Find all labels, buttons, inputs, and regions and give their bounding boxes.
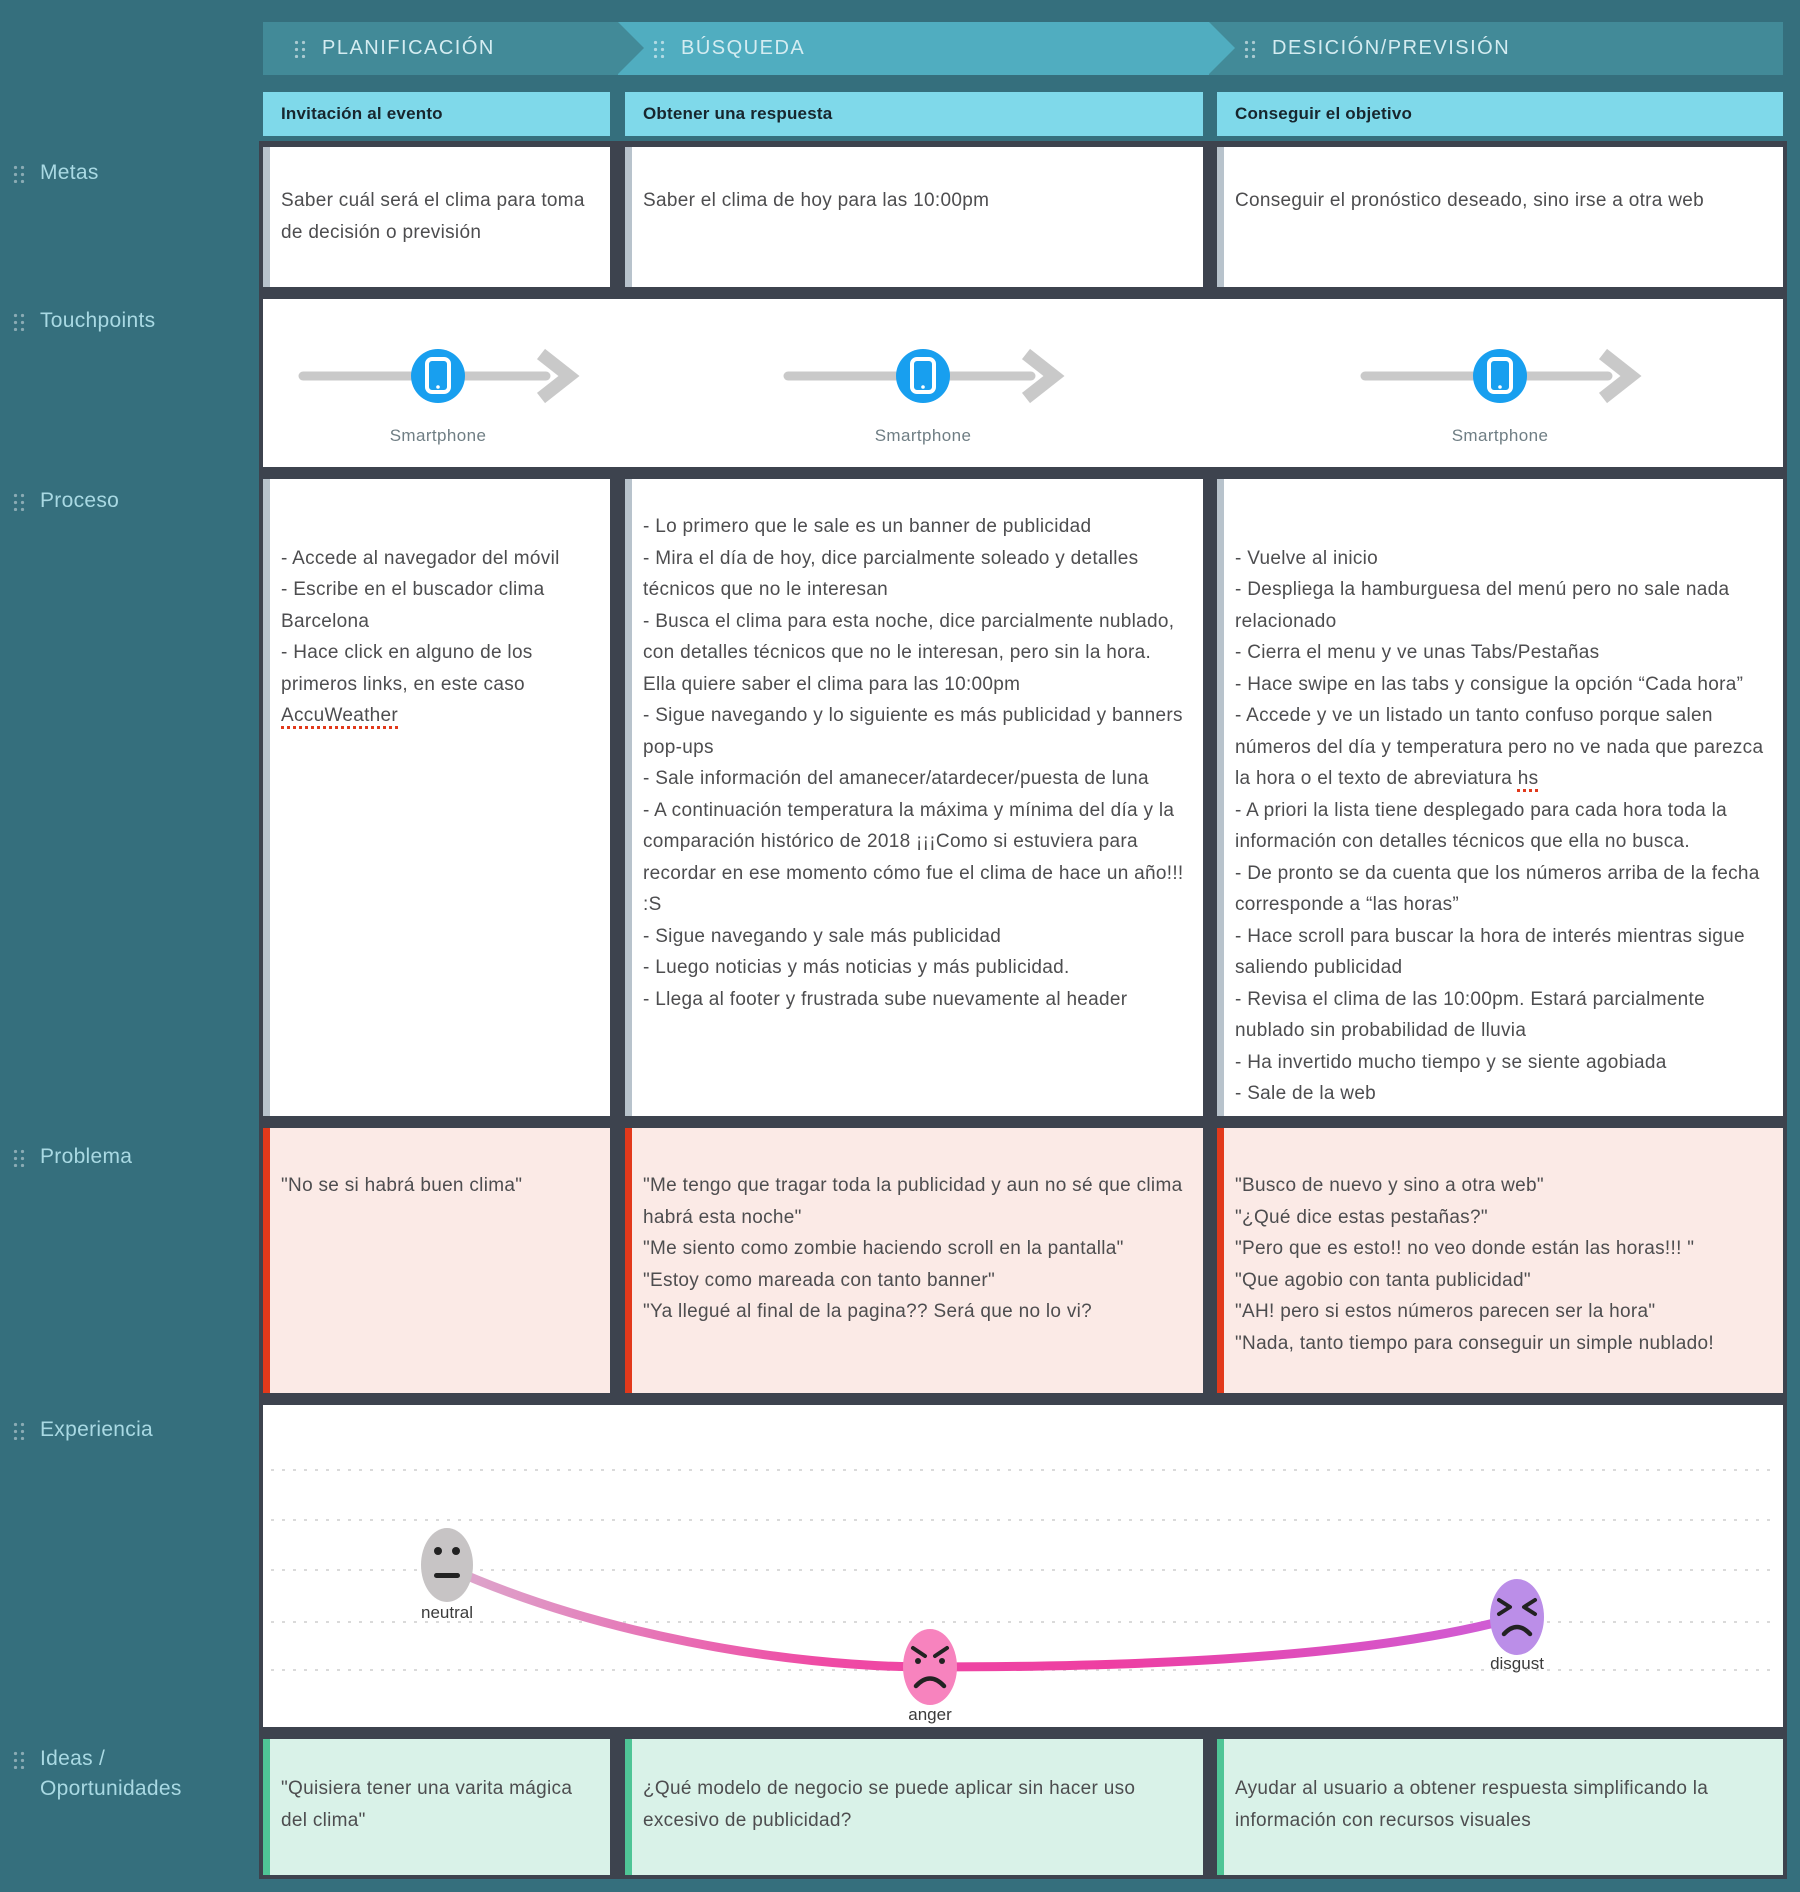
neutral-face-icon[interactable] (421, 1528, 473, 1602)
problema-quotes: "No se si habrá buen clima" (281, 1175, 523, 1196)
lane-label-experiencia[interactable]: Experiencia (12, 1415, 153, 1445)
smartphone-home-dot (436, 385, 440, 389)
idea-text: Ayudar al usuario a obtener respuesta si… (1235, 1778, 1709, 1831)
touchpoint-circle[interactable] (411, 349, 465, 403)
lane-label-text: Experiencia (40, 1418, 154, 1441)
meta-text: Saber el clima de hoy para las 10:00pm (643, 190, 990, 211)
drag-handle-icon[interactable] (12, 1750, 25, 1769)
emotion-curve-chart: neutral anger disgust (271, 1469, 1775, 1724)
touchpoint-smartphone[interactable]: Smartphone (773, 331, 1073, 446)
subheader-invitacion[interactable]: Invitación al evento (263, 92, 610, 136)
touchpoints-lane: Smartphone Smartphone Smartphone (263, 299, 1783, 467)
drag-handle-icon[interactable] (12, 1421, 25, 1440)
arrow-head-icon (536, 348, 580, 404)
lane-label-touchpoints[interactable]: Touchpoints (12, 306, 155, 336)
smartphone-touchpoint-icon (298, 348, 580, 404)
anger-face-icon[interactable] (903, 1629, 957, 1705)
arrow-head-icon (1598, 348, 1642, 404)
touchpoint-label: Smartphone (874, 426, 972, 445)
phase-busqueda[interactable]: BÚSQUEDA (618, 22, 1235, 75)
arrow-tip (1209, 22, 1235, 74)
smartphone-touchpoint-icon (1360, 348, 1642, 404)
proceso-card[interactable]: - Accede al navegador del móvil - Escrib… (263, 479, 610, 1116)
emotion-label: anger (908, 1705, 952, 1724)
touchpoint-smartphone[interactable]: Smartphone (1350, 331, 1650, 446)
proceso-card[interactable]: - Lo primero que le sale es un banner de… (625, 479, 1203, 1116)
meta-card[interactable]: Saber el clima de hoy para las 10:00pm (625, 147, 1203, 287)
idea-card[interactable]: Ayudar al usuario a obtener respuesta si… (1217, 1739, 1783, 1875)
lane-label-text: Ideas / Oportunidades (40, 1747, 182, 1800)
meta-text: Conseguir el pronóstico deseado, sino ir… (1235, 190, 1704, 211)
smartphone-icon (425, 357, 451, 394)
idea-card[interactable]: ¿Qué modelo de negocio se puede aplicar … (625, 1739, 1203, 1875)
smartphone-touchpoint-icon (783, 348, 1065, 404)
emotion-label: neutral (421, 1603, 473, 1622)
meta-card[interactable]: Conseguir el pronóstico deseado, sino ir… (1217, 147, 1783, 287)
phase-label: DESICIÓN/PREVISIÓN (1272, 37, 1511, 59)
meta-text: Saber cuál será el clima para toma de de… (281, 190, 585, 243)
drag-handle-icon[interactable] (12, 164, 25, 183)
emotion-curve (442, 1562, 1522, 1672)
lane-label-proceso[interactable]: Proceso (12, 486, 119, 516)
experience-lane: neutral anger disgust (263, 1405, 1783, 1727)
touchpoint-label: Smartphone (389, 426, 487, 445)
emotion-label: disgust (1490, 1654, 1544, 1673)
lane-label-ideas-oportunidades[interactable]: Ideas / Oportunidades (12, 1744, 182, 1804)
touchpoint-circle[interactable] (896, 349, 950, 403)
lane-label-problema[interactable]: Problema (12, 1142, 132, 1172)
idea-text: ¿Qué modelo de negocio se puede aplicar … (643, 1778, 1136, 1831)
touchpoint-circle[interactable] (1473, 349, 1527, 403)
drag-handle-icon[interactable] (1243, 39, 1256, 58)
touchpoint-label: Smartphone (1451, 426, 1549, 445)
problema-quotes: "Me tengo que tragar toda la publicidad … (643, 1175, 1183, 1322)
smartphone-home-dot (1498, 385, 1502, 389)
drag-handle-icon[interactable] (12, 1148, 25, 1167)
smartphone-icon (910, 357, 936, 394)
misspelled-word: AccuWeather (281, 705, 399, 726)
lane-label-text: Touchpoints (40, 309, 156, 332)
proceso-card[interactable]: - Vuelve al inicio - Despliega la hambur… (1217, 479, 1783, 1116)
proceso-text: - Vuelve al inicio - Despliega la hambur… (1235, 547, 1764, 1105)
problema-card[interactable]: "No se si habrá buen clima" (263, 1128, 610, 1393)
phase-header: PLANIFICACIÓN BÚSQUEDA DESICIÓN/PREVISIÓ… (263, 22, 1783, 75)
phase-label: PLANIFICACIÓN (322, 37, 495, 59)
lane-label-text: Metas (40, 161, 99, 184)
proceso-text: - Accede al navegador del móvil - Escrib… (270, 479, 610, 763)
problema-card[interactable]: "Busco de nuevo y sino a otra web" "¿Qué… (1217, 1128, 1783, 1393)
proceso-text: - Lo primero que le sale es un banner de… (643, 516, 1184, 1010)
problema-card[interactable]: "Me tengo que tragar toda la publicidad … (625, 1128, 1203, 1393)
drag-handle-icon[interactable] (12, 492, 25, 511)
arrow-head-icon (1021, 348, 1065, 404)
touchpoint-smartphone[interactable]: Smartphone (288, 331, 588, 446)
meta-card[interactable]: Saber cuál será el clima para toma de de… (263, 147, 610, 287)
subheader-respuesta[interactable]: Obtener una respuesta (625, 92, 1203, 136)
lane-label-text: Problema (40, 1145, 133, 1168)
arrow-tip (618, 22, 644, 74)
misspelled-word: hs (1517, 768, 1539, 789)
idea-card[interactable]: "Quisiera tener una varita mágica del cl… (263, 1739, 610, 1875)
problema-quotes: "Busco de nuevo y sino a otra web" "¿Qué… (1235, 1175, 1714, 1354)
phase-planificacion[interactable]: PLANIFICACIÓN (263, 22, 644, 75)
drag-handle-icon[interactable] (652, 39, 665, 58)
smartphone-icon (1487, 357, 1513, 394)
phase-label: BÚSQUEDA (681, 37, 806, 59)
phase-desicion-prevision[interactable]: DESICIÓN/PREVISIÓN (1209, 22, 1783, 75)
disgust-face-icon[interactable] (1490, 1579, 1544, 1655)
smartphone-home-dot (921, 385, 925, 389)
lane-label-text: Proceso (40, 489, 120, 512)
lane-label-metas[interactable]: Metas (12, 158, 99, 188)
drag-handle-icon[interactable] (12, 312, 25, 331)
idea-text: "Quisiera tener una varita mágica del cl… (281, 1778, 573, 1831)
subheader-objetivo[interactable]: Conseguir el objetivo (1217, 92, 1783, 136)
drag-handle-icon[interactable] (293, 39, 306, 58)
